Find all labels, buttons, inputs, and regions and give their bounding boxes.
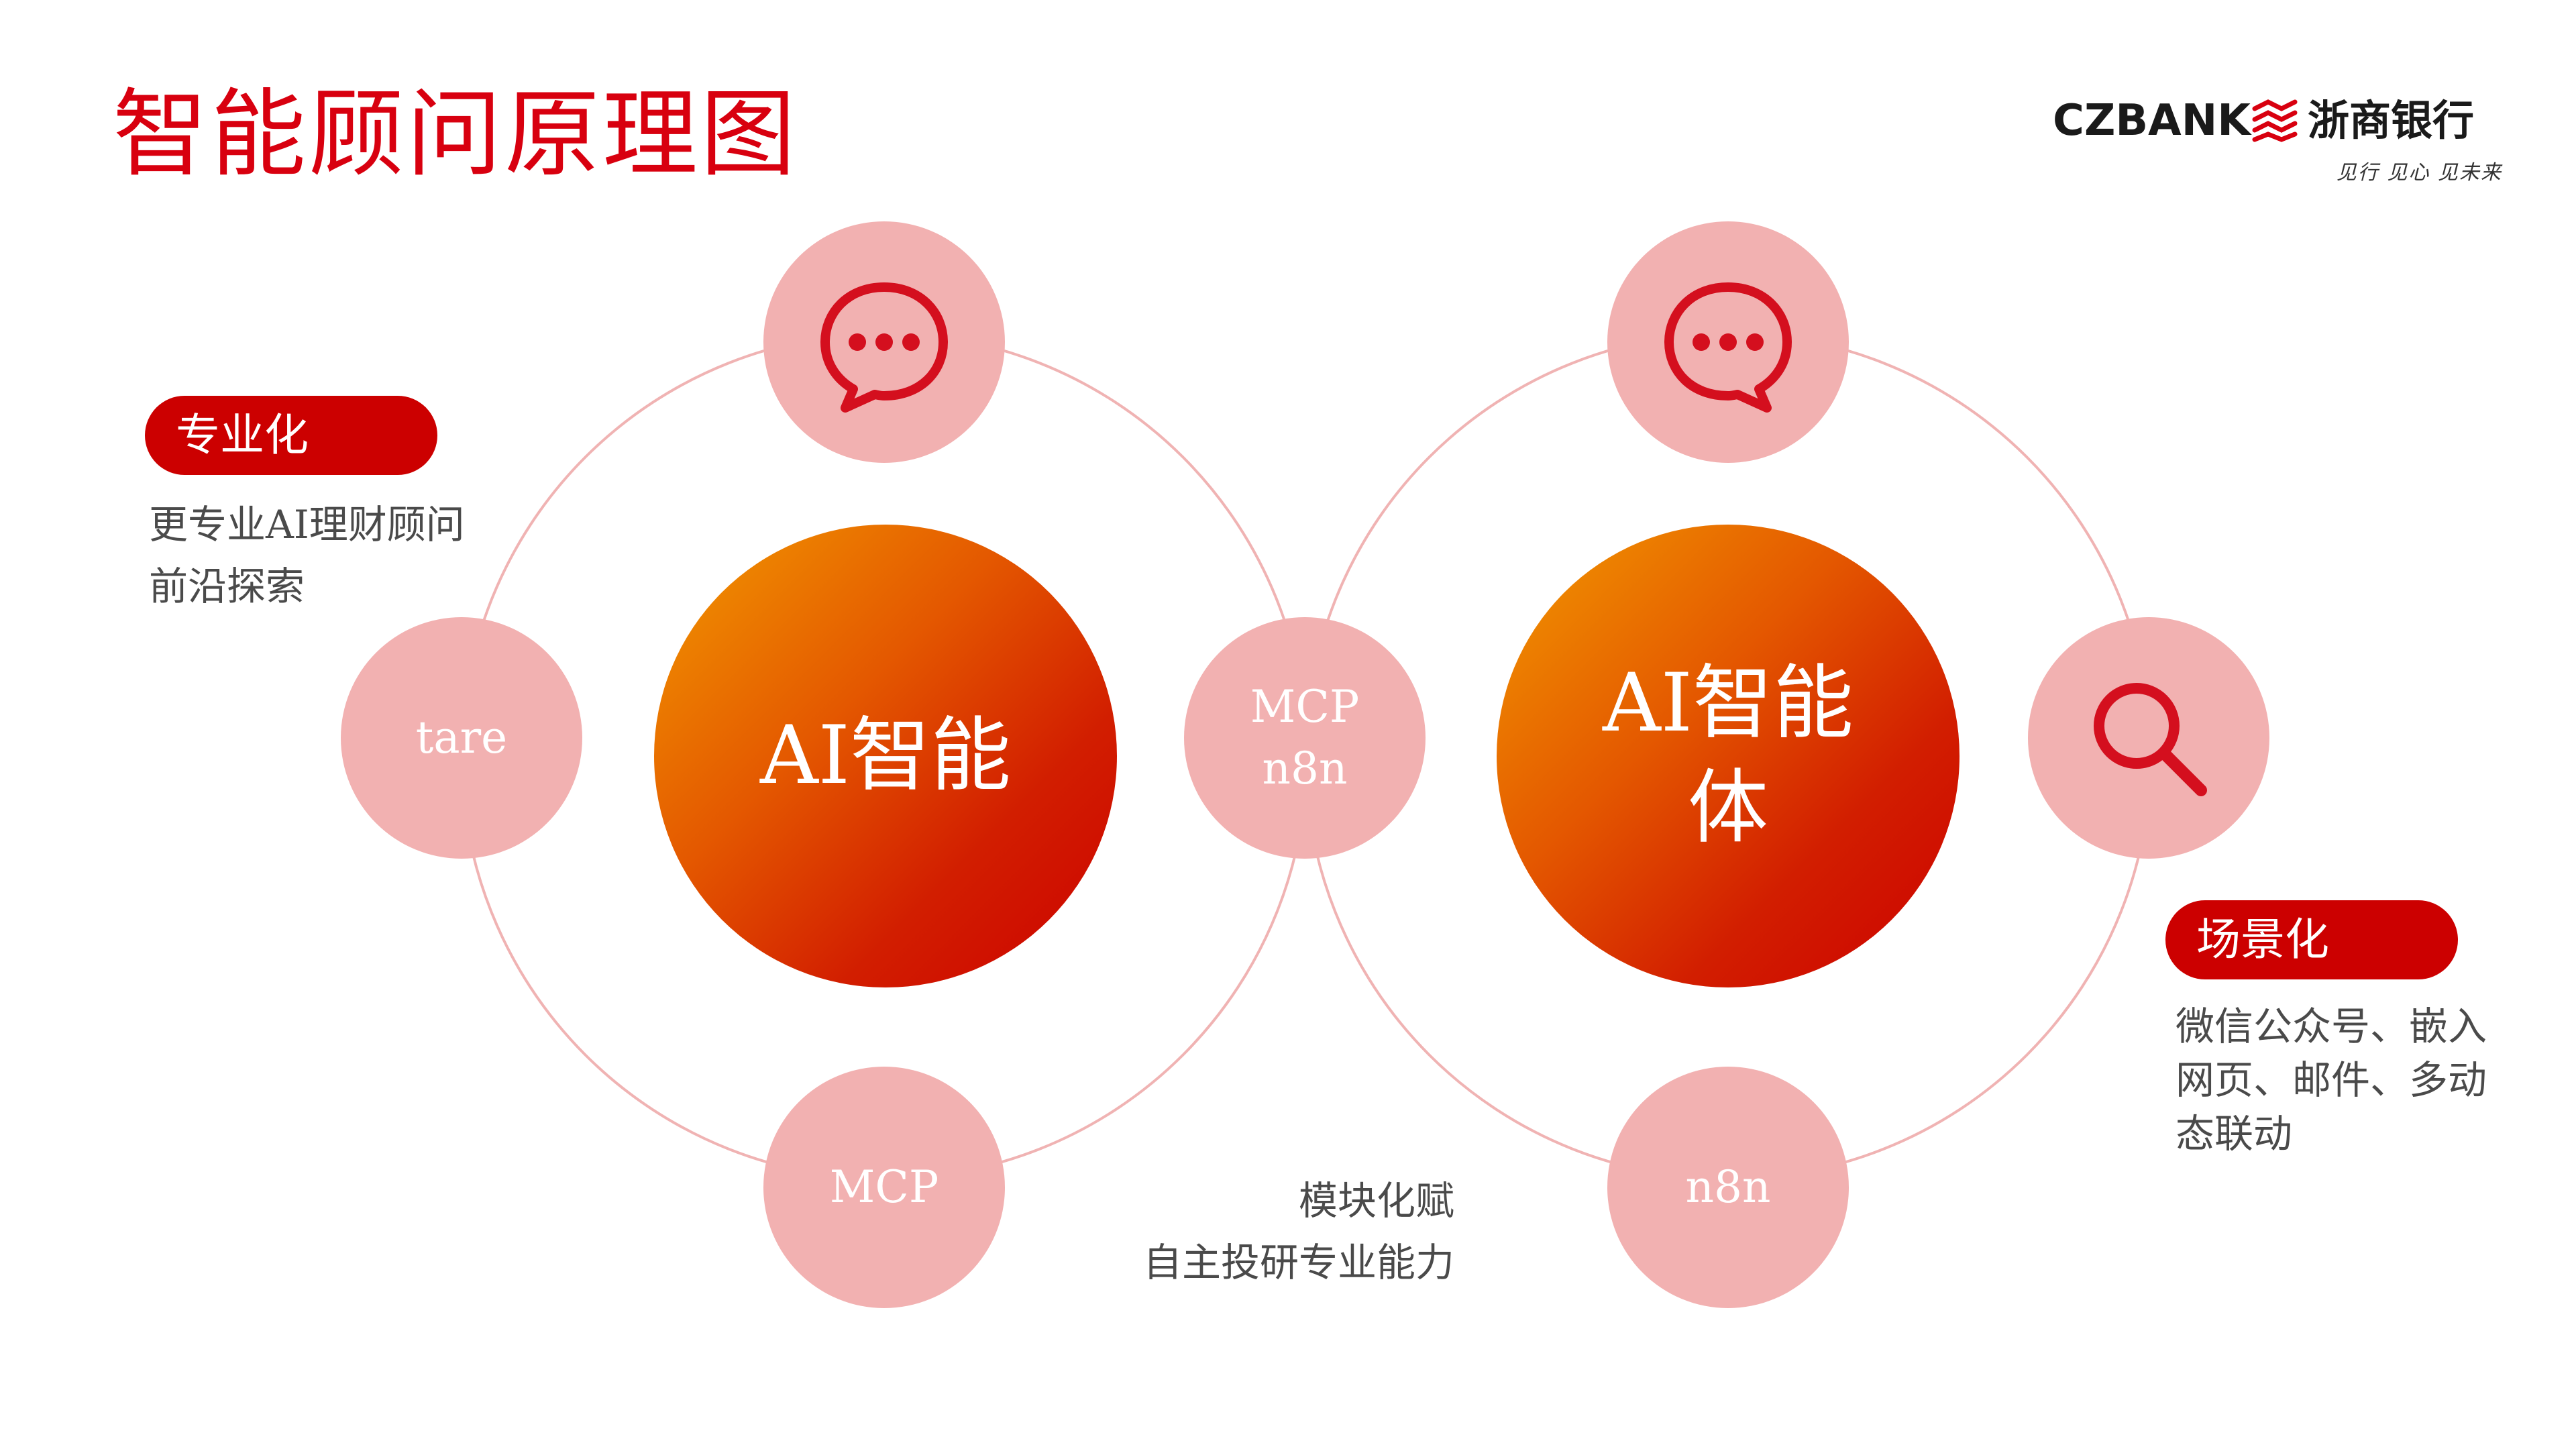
shared-node: MCP n8n [1184, 617, 1426, 859]
chat-bubble-icon [1664, 282, 1792, 413]
page-title: 智能顾问原理图 [113, 79, 798, 190]
left-left-node-label: tare [415, 712, 508, 763]
left-top-chat-node [763, 221, 1005, 463]
shared-node-line: MCP [1250, 681, 1360, 733]
modular-description: 模块化赋 自主投研专业能力 [1143, 1170, 1454, 1293]
logo-brand-cn: 浙商银行 [2308, 96, 2475, 145]
left-center-circle: AI智能 [654, 525, 1117, 987]
scenario-pill: 场景化 [2165, 900, 2458, 979]
right-center-line: AI智能 [1602, 657, 1854, 750]
right-center-line: 体 [1688, 761, 1768, 855]
right-bottom-node-label: n8n [1685, 1161, 1771, 1213]
left-center-label: AI智能 [759, 709, 1012, 802]
scenario-description: 微信公众号、嵌入 网页、邮件、多动 态联动 [2176, 1000, 2487, 1161]
chat-bubble-icon [820, 282, 948, 413]
left-left-node: tare [341, 617, 582, 859]
professional-pill: 专业化 [145, 396, 437, 475]
right-center-circle: AI智能 体 [1497, 525, 1960, 987]
right-bottom-node: n8n [1607, 1067, 1849, 1308]
professional-description: 更专业AI理财顾问 前沿探索 [149, 494, 465, 617]
right-right-search-node [2028, 617, 2269, 859]
logo-slogan: 见行 见心 见未来 [2336, 161, 2502, 184]
right-top-chat-node [1607, 221, 1849, 463]
logo-brand-en: CZBANK [2053, 96, 2251, 146]
scenario-line: 态联动 [2176, 1111, 2293, 1157]
search-icon [2094, 683, 2207, 796]
left-bottom-node: MCP [763, 1067, 1005, 1308]
modular-line: 自主投研专业能力 [1142, 1240, 1454, 1285]
shared-node-line: n8n [1262, 743, 1348, 794]
scenario-line: 微信公众号、嵌入 [2176, 1004, 2487, 1049]
czbank-logo: CZBANK 浙商银行 见行 见心 见未来 [2053, 94, 2502, 195]
scenario-line: 网页、邮件、多动 [2176, 1057, 2487, 1103]
modular-line: 模块化赋 [1298, 1178, 1454, 1224]
left-bottom-node-label: MCP [829, 1161, 939, 1213]
professional-line: 更专业AI理财顾问 [149, 502, 465, 547]
czbank-mark-icon [2252, 99, 2298, 142]
professional-line: 前沿探索 [149, 564, 305, 609]
